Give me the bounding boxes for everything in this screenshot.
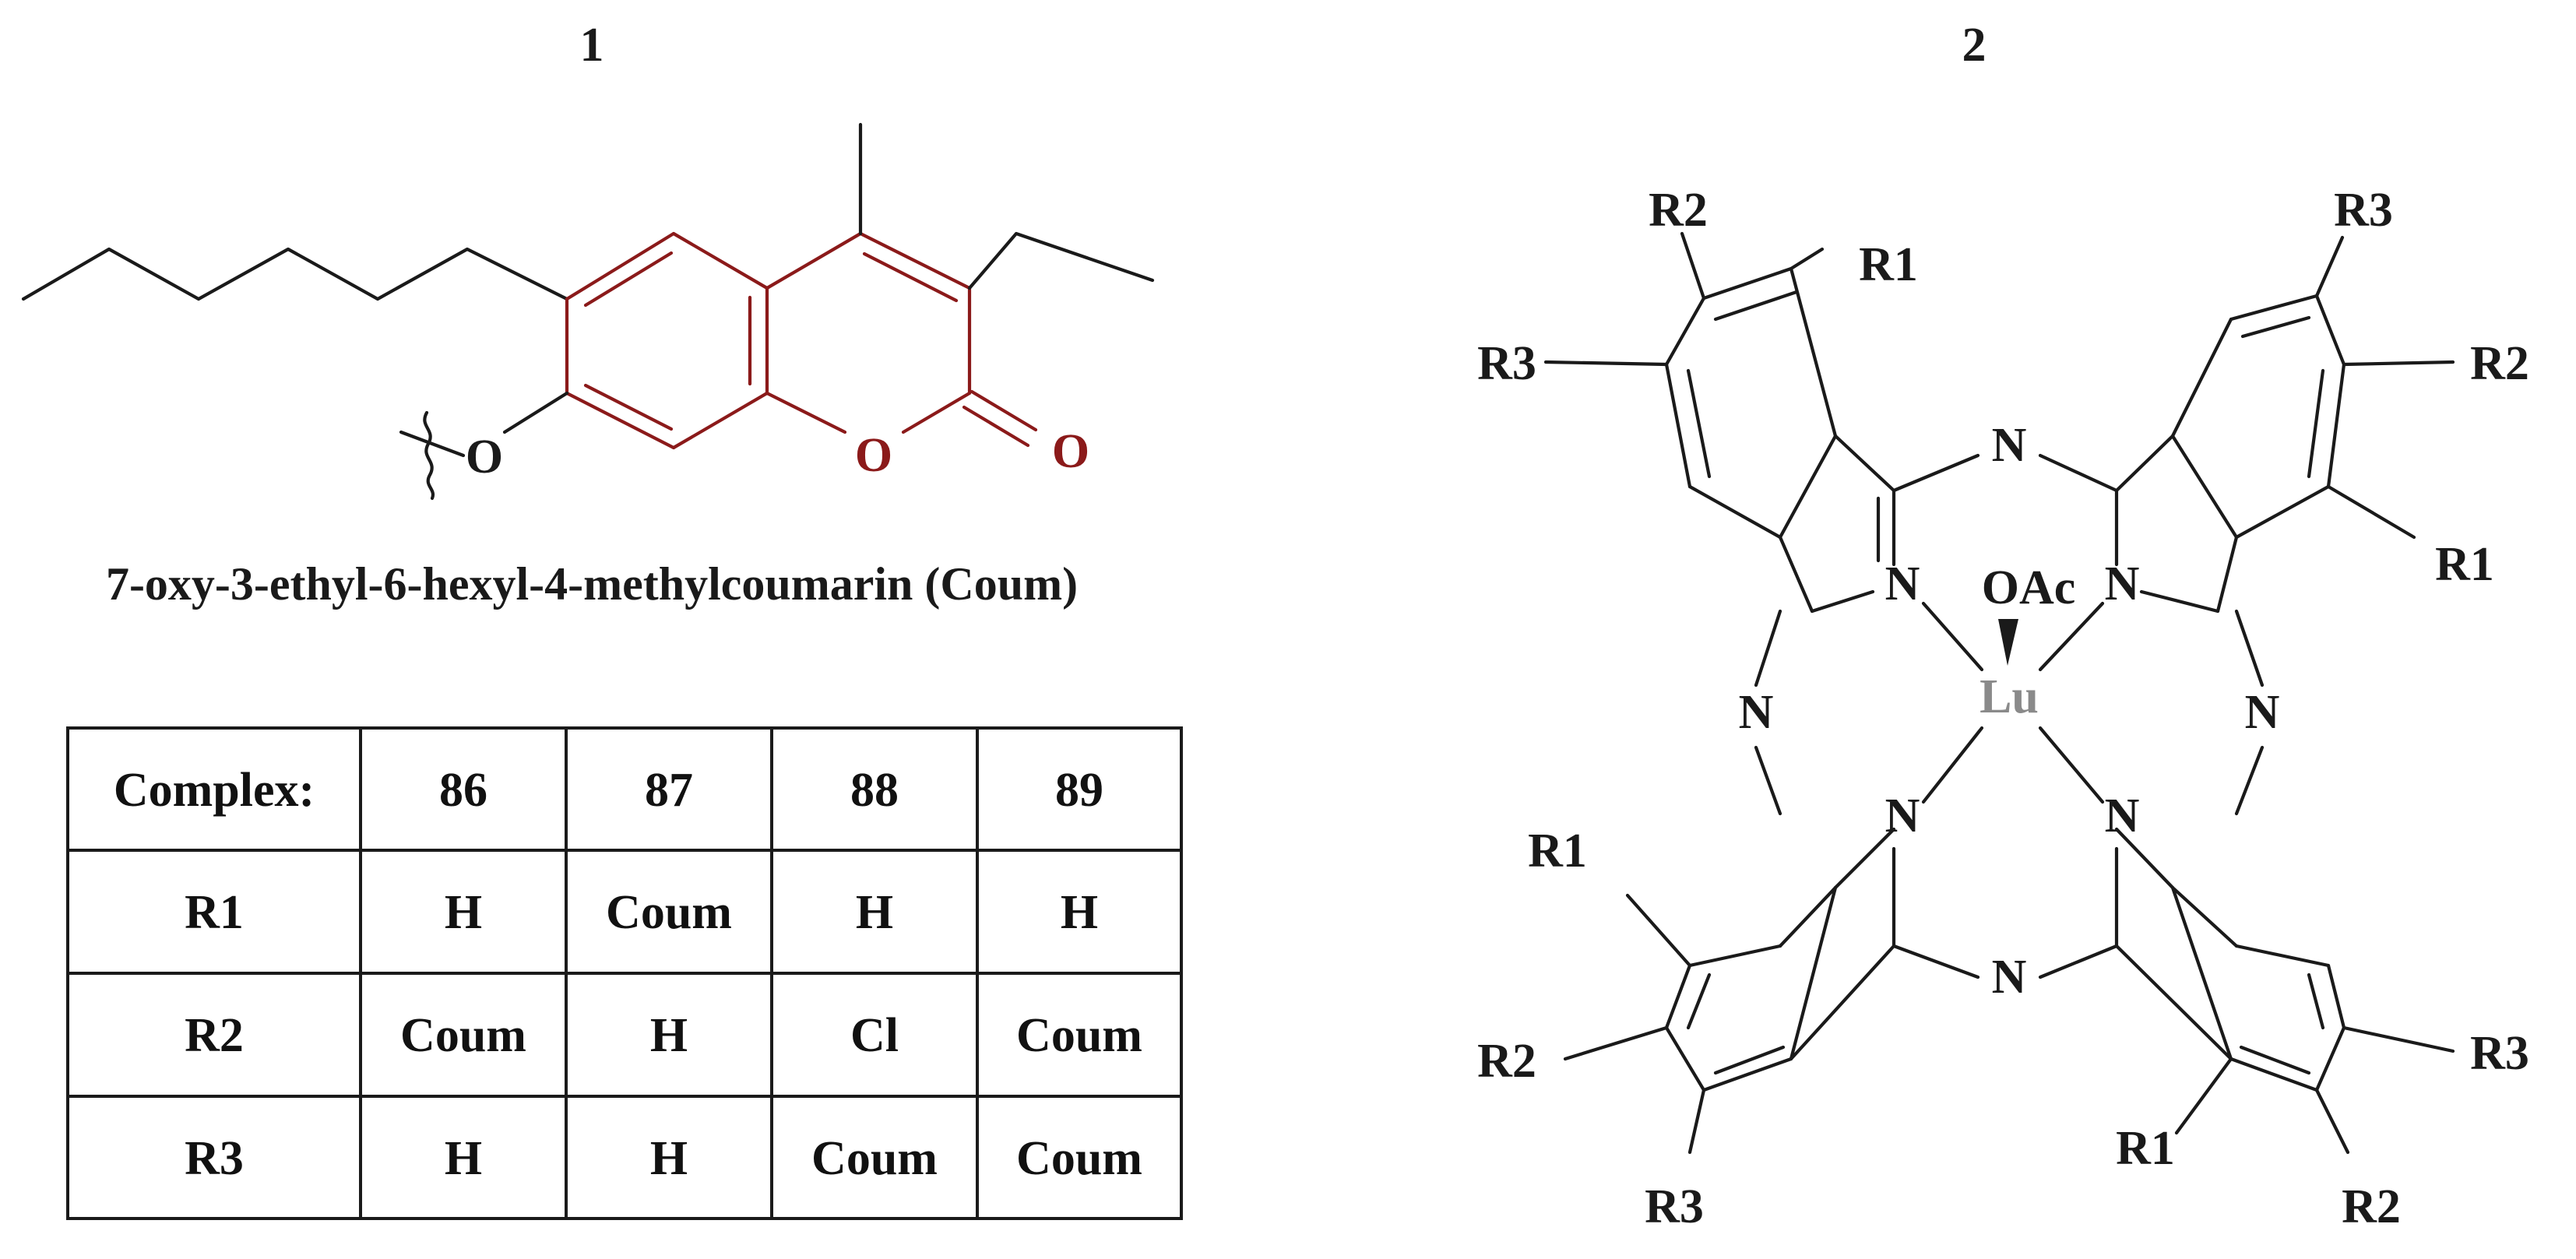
table-cell: Coum [1016,1132,1142,1185]
substituent-r2: R2 [1477,1035,1536,1088]
substituent-r2: R2 [1649,184,1708,237]
substituent-bond [2174,1057,2233,1135]
table-cell: H [650,1009,688,1062]
substituent-r1: R1 [2435,538,2494,591]
table-header-88: 88 [850,764,899,817]
pc-nitrogen: N [2105,790,2140,842]
pc-nitrogen: N [1992,951,2027,1004]
pc-nitrogen: N [2245,686,2280,739]
coordination-bond [1921,601,1984,672]
meso-bond [1892,453,1980,493]
isoindole-upper-left [1664,266,1896,614]
substituent-r2: R2 [2342,1180,2401,1233]
coordination-bond [1921,726,1984,804]
meso-bond [2234,609,2265,688]
substituent-r2: R2 [2470,337,2529,390]
substituent-r3: R3 [1477,337,1536,390]
table-cell: Coum [1016,1009,1142,1062]
oxy-bond [502,391,569,434]
substituent-r3: R3 [2470,1027,2529,1080]
oxy-label: O [466,431,503,484]
table-cell: H [445,1132,482,1185]
table-row-label-r1: R1 [185,886,244,939]
table-cell: H [856,886,893,939]
substituent-r1: R1 [2116,1122,2175,1175]
ethyl-chain [967,231,1155,290]
table-cell: Coum [400,1009,526,1062]
pc-nitrogen: N [1885,557,1920,610]
substituent-r1: R1 [1528,825,1587,877]
substituent-bond [1687,1088,1706,1155]
meso-bond [2234,745,2265,816]
substituent-r3: R3 [1645,1180,1704,1233]
structure-2-number: 2 [1962,19,1987,72]
table-cell: H [650,1132,688,1185]
substituent-bond [1789,247,1825,271]
substituent-table: Complex: 86 87 88 89 R1 H Coum H H R2 Co… [66,726,1183,1220]
isoindole-upper-right [2038,294,2346,614]
table-row-label-r2: R2 [185,1009,244,1062]
table-cell: H [1061,886,1098,939]
coumarin-structure: 1 O O [21,19,1155,610]
hexyl-chain [21,247,569,301]
coordination-bond [2038,726,2105,804]
pyranone-ring [765,231,1038,448]
pc-nitrogen: N [1992,419,2027,472]
isoindole-lower-right [2038,827,2346,1092]
meso-bond [1754,609,1782,688]
meso-bond [1892,944,1980,979]
substituent-r1: R1 [1859,238,1918,291]
benzene-ring [565,231,769,450]
structure-1-number: 1 [580,19,604,72]
substituent-bond [1680,231,1706,301]
coumarin-caption: 7-oxy-3-ethyl-6-hexyl-4-methylcoumarin (… [106,558,1078,610]
carbonyl-oxygen-label: O [1052,425,1089,478]
phthalocyanine-structure: 2 N N [1477,19,2529,1233]
substituent-bond [2314,1088,2350,1155]
substituent-bond [1543,360,1669,367]
substituent-bond [2342,1025,2455,1053]
acetate-ligand: OAc [1982,561,2076,614]
table-cell: Coum [811,1132,938,1185]
table-header-complex: Complex: [114,764,315,817]
coordination-bond [2038,601,2105,672]
substituent-bond [1563,1025,1669,1061]
lutetium-center: Lu [1980,670,2039,723]
substituent-bond [2314,235,2345,298]
table-row-label-r3: R3 [185,1132,244,1185]
substituent-bond [2342,360,2455,367]
table-cell: Coum [606,886,732,939]
pc-nitrogen: N [1885,790,1920,842]
table-header-86: 86 [439,764,487,817]
isoindole-lower-left [1664,827,1896,1092]
pc-nitrogen: N [1739,686,1774,739]
table-header-87: 87 [645,764,693,817]
table-cell: H [445,886,482,939]
ring-oxygen-label: O [855,429,892,482]
substituent-bond [2326,484,2416,540]
substituent-r3: R3 [2334,184,2393,237]
pc-nitrogen: N [2105,557,2140,610]
table-cell: Cl [850,1009,899,1062]
wavy-attachment-line [423,410,435,501]
meso-bond [1754,745,1782,816]
attachment-bond [399,430,466,458]
axial-wedge-bond [1998,619,2018,666]
table-header-89: 89 [1055,764,1103,817]
substituent-bond [1625,893,1692,968]
